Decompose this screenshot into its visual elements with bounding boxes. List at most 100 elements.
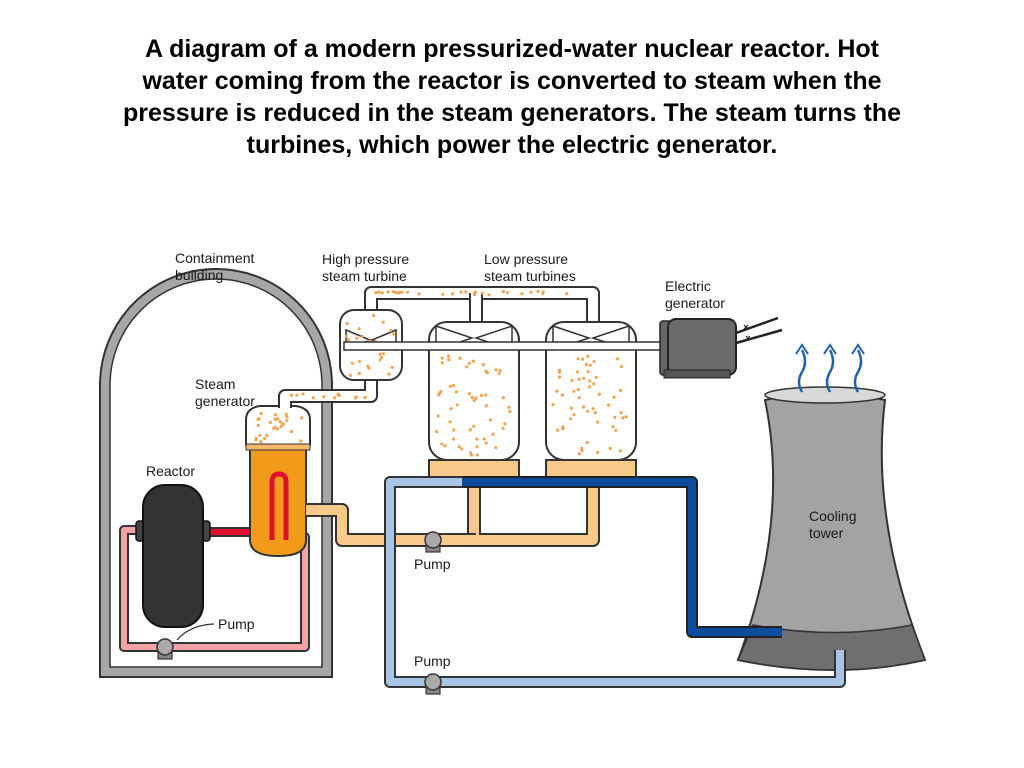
steam-dot <box>501 290 506 294</box>
steam-dot <box>337 393 341 398</box>
steam-dot <box>529 290 533 294</box>
steam-dot <box>332 396 337 400</box>
steam-dot <box>484 441 488 445</box>
steam-dot <box>584 363 589 367</box>
steam-dot <box>451 437 456 441</box>
steam-dot <box>487 293 491 297</box>
steam-dot <box>618 388 623 392</box>
steam-dot <box>619 411 623 415</box>
label-pump-condensate: Pump <box>414 556 451 572</box>
steam-dot <box>484 404 488 408</box>
label-hp-turbine-1: High pressure <box>322 251 409 267</box>
steam-dot <box>565 292 569 296</box>
steam-dot <box>624 415 628 419</box>
steam-dot <box>498 369 502 373</box>
steam-dot <box>464 290 468 294</box>
steam-dot <box>475 445 479 449</box>
steam-dot <box>448 420 452 424</box>
steam-dot <box>491 432 495 436</box>
steam-dot <box>572 412 576 417</box>
steam-dot <box>348 373 353 377</box>
steam-dot <box>299 439 303 443</box>
steam-dot <box>256 423 260 427</box>
label-containment-1: Containment <box>175 250 254 266</box>
steam-dot <box>472 424 476 428</box>
steam-dot <box>443 444 447 448</box>
label-cooling-2: tower <box>809 525 844 541</box>
steam-dot <box>501 396 505 400</box>
label-generator-1: Electric <box>665 278 711 294</box>
label-cooling-1: Cooling <box>809 508 856 524</box>
steam-dot <box>520 292 524 296</box>
steam-dot <box>437 393 441 397</box>
steam-dot <box>346 338 350 342</box>
steam-dot <box>344 334 348 338</box>
steam-dot <box>577 452 582 456</box>
steam-dot <box>482 437 486 441</box>
steam-dot <box>472 398 476 402</box>
cooling-cold-loop <box>384 476 846 688</box>
steam-dot <box>473 290 478 294</box>
steam-dot <box>259 411 263 416</box>
steam-dot <box>372 313 376 318</box>
steam-dot <box>289 430 294 434</box>
label-lp-turbines-2: steam turbines <box>484 268 576 284</box>
steam-dot <box>580 449 584 453</box>
condensate-pump-icon <box>424 531 442 553</box>
steam-dot <box>360 334 364 338</box>
steam-dot <box>558 368 562 372</box>
steam-dot <box>374 291 378 295</box>
steam-dot <box>596 420 600 424</box>
steam-dot <box>593 411 597 415</box>
steam-dot <box>594 375 598 380</box>
steam-dot <box>449 407 453 411</box>
steam-dot <box>272 426 276 431</box>
steam-dot <box>582 376 586 380</box>
pump-leader-line <box>176 623 215 641</box>
steam-dot <box>454 390 458 394</box>
steam-dot <box>390 365 394 369</box>
steam-dot <box>479 393 484 398</box>
steam-dot <box>580 446 584 450</box>
label-lp-turbines-1: Low pressure <box>484 251 568 267</box>
steam-dot <box>377 290 381 294</box>
primary-pump-icon <box>156 638 174 660</box>
steam-dot <box>614 428 618 432</box>
steam-dot <box>268 420 272 425</box>
steam-dot <box>536 289 540 293</box>
steam-dot <box>596 450 600 455</box>
steam-dot <box>481 363 485 367</box>
steam-dot <box>357 371 361 375</box>
turbine-shaft <box>343 341 671 351</box>
label-generator-2: generator <box>665 295 725 311</box>
steam-dot <box>572 389 576 393</box>
steam-generator <box>245 405 311 558</box>
steam-dot <box>570 378 574 382</box>
steam-dot <box>591 407 595 411</box>
label-steam-gen-1: Steam <box>195 376 235 392</box>
steam-dot <box>301 392 305 396</box>
label-containment-2: building <box>175 267 223 283</box>
steam-dot <box>258 433 262 437</box>
steam-dot <box>471 359 476 363</box>
steam-dot <box>381 320 385 324</box>
label-steam-gen-2: generator <box>195 393 255 409</box>
steam-dot <box>452 428 456 432</box>
steam-dot <box>322 395 326 399</box>
steam-dot <box>350 361 354 365</box>
steam-dot <box>378 358 382 362</box>
steam-dot <box>556 428 560 432</box>
steam-dot <box>459 290 463 294</box>
steam-dot <box>621 416 625 420</box>
steam-dot <box>581 357 585 361</box>
steam-dot <box>497 372 501 376</box>
steam-dot <box>592 359 596 363</box>
steam-dot <box>618 449 623 453</box>
steam-dot <box>467 392 471 396</box>
steam-dot <box>285 418 289 422</box>
steam-dot <box>440 361 444 365</box>
steam-dot <box>273 413 277 417</box>
steam-dot <box>457 445 461 449</box>
